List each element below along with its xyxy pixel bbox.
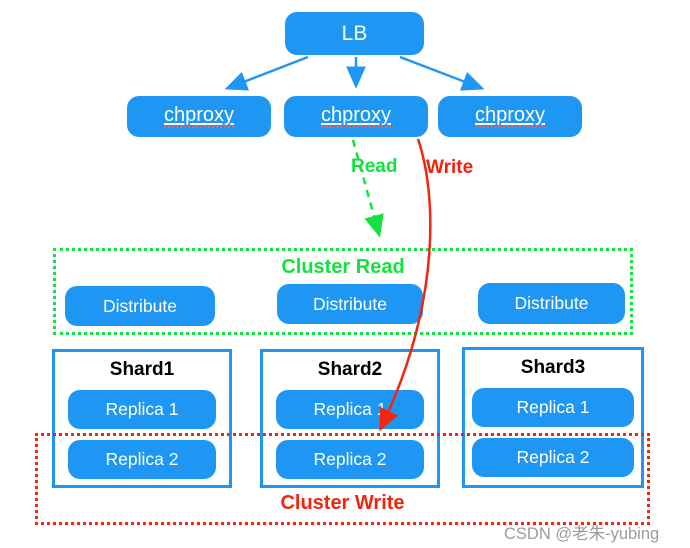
shard1-replica1-label: Replica 1 <box>105 399 179 419</box>
watermark: CSDN @老朱-yubing <box>504 525 660 543</box>
shard1-box: Shard1 Replica 1 Replica 2 <box>52 349 232 488</box>
chproxy-node-1: chproxy <box>127 96 271 137</box>
shard3-replica1-node: Replica 1 <box>472 388 634 427</box>
write-flow-label: Write <box>426 157 474 178</box>
distribute-label-1: Distribute <box>103 295 177 316</box>
shard2-title: Shard2 <box>317 359 383 380</box>
shard3-title: Shard3 <box>520 357 586 378</box>
lb-node: LB <box>285 12 424 55</box>
shard1-replica1-node: Replica 1 <box>68 390 216 429</box>
read-flow-label: Read <box>351 156 398 177</box>
cluster-read-title: Cluster Read <box>281 256 405 278</box>
shard2-replica1-label: Replica 1 <box>313 399 387 419</box>
distribute-node-3: Distribute <box>478 283 625 324</box>
distribute-label-2: Distribute <box>313 293 387 314</box>
shard1-replica2-node: Replica 2 <box>68 440 216 479</box>
shard1-replica2-label: Replica 2 <box>105 449 179 469</box>
chproxy-node-2: chproxy <box>284 96 428 137</box>
distribute-label-3: Distribute <box>514 293 589 313</box>
lb-to-chproxy1-arrow <box>224 55 309 91</box>
cluster-write-title: Cluster Write <box>280 492 405 514</box>
shard2-replica2-node: Replica 2 <box>276 440 424 479</box>
distribute-node-1: Distribute <box>65 286 215 326</box>
cluster-read-box: Cluster Read <box>53 248 633 335</box>
lb-to-chproxy3-arrow <box>399 55 485 91</box>
read-arrow <box>351 139 384 238</box>
shard3-replica2-node: Replica 2 <box>472 438 634 477</box>
distribute-node-2: Distribute <box>277 284 423 324</box>
chproxy-label-3: chproxy <box>474 104 546 128</box>
chproxy-label-2: chproxy <box>320 104 392 128</box>
shard3-box: Shard3 Replica 1 Replica 2 <box>462 347 644 488</box>
chproxy-node-3: chproxy <box>438 96 582 137</box>
shard1-title: Shard1 <box>109 359 175 380</box>
shard3-replica1-label: Replica 1 <box>516 397 590 417</box>
chproxy-label-1: chproxy <box>163 104 235 128</box>
shard2-box: Shard2 Replica 1 Replica 2 <box>260 349 440 488</box>
shard2-replica1-node: Replica 1 <box>276 390 424 429</box>
shard2-replica2-label: Replica 2 <box>313 449 387 469</box>
lb-label: LB <box>341 21 368 45</box>
shard3-replica2-label: Replica 2 <box>516 447 590 467</box>
